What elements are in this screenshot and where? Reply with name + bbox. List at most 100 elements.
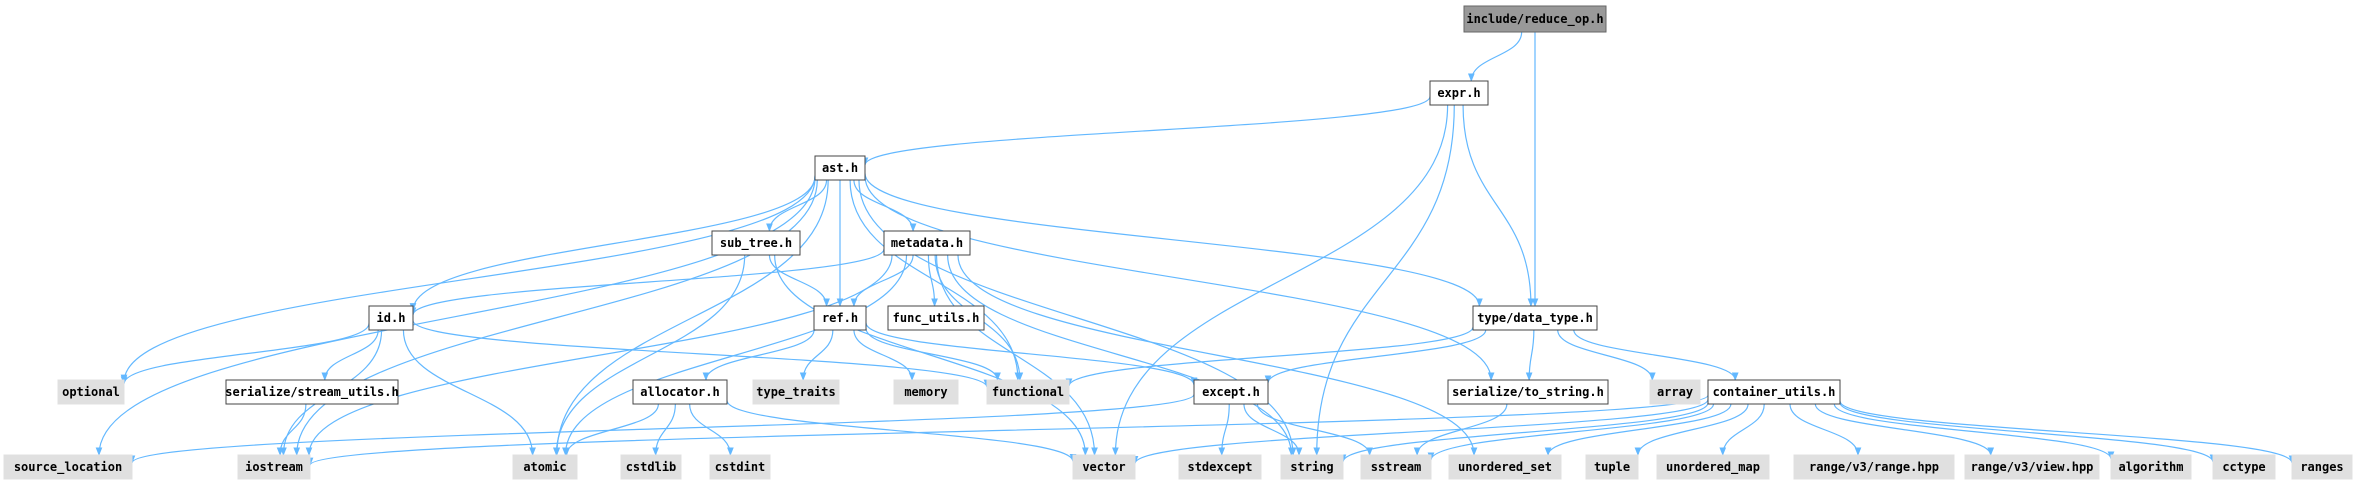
edge-except-to-source_location <box>128 393 1195 464</box>
node-optional: optional <box>57 379 125 405</box>
node-box-id[interactable] <box>368 305 414 331</box>
node-box-func-utils[interactable] <box>887 305 985 331</box>
node-box-expr[interactable] <box>1429 80 1489 106</box>
node-stream-utils[interactable]: serialize/stream_utils.h <box>225 379 399 405</box>
edge-ref-to-functional <box>865 328 1001 381</box>
node-label-tuple: tuple <box>1594 460 1630 474</box>
node-box-unordered-set <box>1448 454 1562 480</box>
node-box-range-hpp <box>1793 454 1955 480</box>
node-id[interactable]: id.h <box>368 305 414 331</box>
node-cstdint: cstdint <box>709 454 771 480</box>
node-vector: vector <box>1072 454 1136 480</box>
edge-data_type-to-array <box>1557 329 1656 381</box>
node-functional: functional <box>986 379 1070 405</box>
node-sub-tree[interactable]: sub_tree.h <box>711 230 801 256</box>
node-box-stream-utils[interactable] <box>225 379 399 405</box>
node-box-ast[interactable] <box>814 155 866 181</box>
edge-metadata-to-iostream <box>305 254 893 456</box>
edge-except-to-string <box>1243 403 1303 456</box>
node-label-ref: ref.h <box>822 311 858 325</box>
edge-metadata-to-func_utils <box>927 254 938 307</box>
edge-metadata-to-vector <box>935 254 1098 456</box>
edge-id-to-functional <box>412 320 991 389</box>
node-label-array: array <box>1657 385 1693 399</box>
node-label-cstdint: cstdint <box>715 460 766 474</box>
node-ref[interactable]: ref.h <box>813 305 867 331</box>
edge-allocator-to-cstdint <box>689 403 734 456</box>
node-label-sstream: sstream <box>1371 460 1422 474</box>
node-box-stdexcept <box>1178 454 1262 480</box>
node-label-except: except.h <box>1202 385 1260 399</box>
node-label-iostream: iostream <box>245 460 303 474</box>
edge-allocator-to-atomic <box>563 403 659 456</box>
node-box-reduce-op[interactable] <box>1463 5 1607 33</box>
node-box-string <box>1280 454 1344 480</box>
node-label-ranges: ranges <box>2300 460 2343 474</box>
edge-ast-to-data_type <box>864 173 1483 307</box>
node-except[interactable]: except.h <box>1193 379 1269 405</box>
node-box-cstdint <box>709 454 771 480</box>
node-box-memory <box>893 379 959 405</box>
node-box-ref[interactable] <box>813 305 867 331</box>
edge-container_utils-to-sstream <box>1427 403 1715 461</box>
node-box-ranges <box>2291 454 2353 480</box>
node-container-utils[interactable]: container_utils.h <box>1707 379 1841 405</box>
edge-metadata-to-ref <box>850 254 914 307</box>
node-label-source-location: source_location <box>14 460 122 475</box>
node-source-location: source_location <box>3 454 133 480</box>
node-box-algorithm <box>2110 454 2192 480</box>
node-label-cctype: cctype <box>2222 460 2265 474</box>
node-label-allocator: allocator.h <box>640 385 719 399</box>
edge-container_utils-to-iostream <box>306 394 1709 467</box>
node-string: string <box>1280 454 1344 480</box>
node-data-type[interactable]: type/data_type.h <box>1472 305 1598 331</box>
edge-reduce_op-to-expr <box>1467 31 1523 82</box>
node-box-atomic <box>512 454 578 480</box>
node-box-optional <box>57 379 125 405</box>
node-iostream: iostream <box>237 454 311 480</box>
node-box-array <box>1649 379 1701 405</box>
node-label-to-string: serialize/to_string.h <box>1452 385 1604 400</box>
edge-except-to-stdexcept <box>1218 403 1230 456</box>
node-stdexcept: stdexcept <box>1178 454 1262 480</box>
node-array: array <box>1649 379 1701 405</box>
node-label-view-hpp: range/v3/view.hpp <box>1971 460 2094 474</box>
node-box-iostream <box>237 454 311 480</box>
node-expr[interactable]: expr.h <box>1429 80 1489 106</box>
node-unordered-map: unordered_map <box>1656 454 1770 480</box>
node-label-range-hpp: range/v3/range.hpp <box>1809 460 1939 474</box>
node-box-except[interactable] <box>1193 379 1269 405</box>
edge-container_utils-to-cctype <box>1839 402 2217 463</box>
node-label-vector: vector <box>1082 460 1125 474</box>
edge-metadata-to-atomic <box>562 254 908 456</box>
edge-stream_utils-to-iostream <box>276 403 307 456</box>
node-allocator[interactable]: allocator.h <box>632 379 728 405</box>
edge-container_utils-to-vector <box>1131 399 1709 465</box>
node-func-utils[interactable]: func_utils.h <box>887 305 985 331</box>
node-box-tuple <box>1585 454 1639 480</box>
node-box-sstream <box>1360 454 1432 480</box>
node-box-data-type[interactable] <box>1472 305 1598 331</box>
node-label-memory: memory <box>904 385 947 399</box>
edge-ast-to-sub_tree <box>766 179 828 232</box>
edge-id-to-atomic <box>402 329 536 456</box>
node-box-metadata[interactable] <box>883 230 971 256</box>
node-label-cstdlib: cstdlib <box>626 460 677 474</box>
node-label-metadata: metadata.h <box>891 236 963 250</box>
node-box-to-string[interactable] <box>1447 379 1609 405</box>
node-to-string[interactable]: serialize/to_string.h <box>1447 379 1609 405</box>
node-box-unordered-map <box>1656 454 1770 480</box>
node-ast[interactable]: ast.h <box>814 155 866 181</box>
node-box-sub-tree[interactable] <box>711 230 801 256</box>
edge-data_type-to-to_string <box>1525 329 1535 381</box>
edge-expr-to-string <box>1313 104 1455 456</box>
node-box-container-utils[interactable] <box>1707 379 1841 405</box>
node-reduce-op[interactable]: include/reduce_op.h <box>1463 5 1607 33</box>
node-label-type-traits: type_traits <box>756 385 835 400</box>
edge-ast-to-functional <box>849 179 1022 381</box>
node-label-reduce-op: include/reduce_op.h <box>1466 12 1603 27</box>
node-box-allocator[interactable] <box>632 379 728 405</box>
node-box-source-location <box>3 454 133 480</box>
node-metadata[interactable]: metadata.h <box>883 230 971 256</box>
edge-ast-to-atomic <box>553 179 829 456</box>
